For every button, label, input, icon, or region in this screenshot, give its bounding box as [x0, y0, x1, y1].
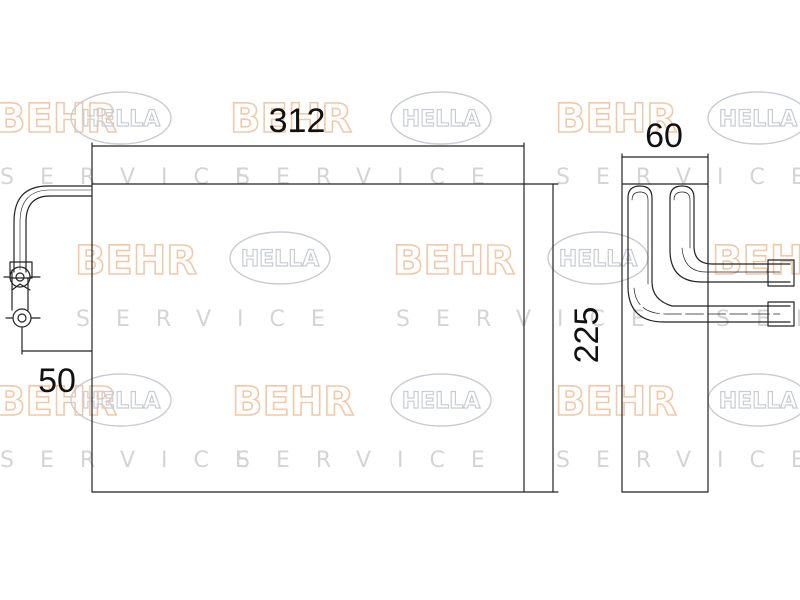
- side-tube-right-center: [681, 247, 781, 273]
- side-tube-right-outer: [669, 185, 791, 265]
- watermark-layer: BEHR BEHR BEHR BEHR BEHR BEHR BEHR BEHR …: [0, 91, 800, 473]
- side-tube-left-center: [633, 287, 781, 315]
- watermark-hella-logo: HELLA: [70, 91, 172, 145]
- watermark-behr: BEHR: [712, 238, 800, 284]
- watermark-hella: HELLA: [559, 247, 638, 272]
- watermark-hella-logo: HELLA: [70, 373, 172, 427]
- watermark-hella: HELLA: [402, 107, 481, 132]
- watermark-service: SERVICE: [236, 448, 511, 473]
- width-dimension-label: 312: [269, 102, 326, 140]
- pipe-fitting-detail: [11, 283, 31, 291]
- pipe-inner-contour: [25, 195, 93, 273]
- pipe-centerline: [19, 189, 93, 271]
- side-tube-right-fitting: [767, 259, 795, 287]
- watermark-behr: BEHR: [230, 96, 352, 142]
- watermark-hella: HELLA: [82, 107, 161, 132]
- pipe-connector-upper-core: [15, 272, 25, 282]
- watermark-service: SERVICE: [556, 448, 800, 473]
- watermark-behr: BEHR: [232, 379, 354, 425]
- pipe-fitting-block: [9, 261, 33, 279]
- watermark-hella-logo: HELLA: [707, 91, 800, 145]
- evaporator-core-front-view: [91, 183, 525, 493]
- watermark-hella: HELLA: [241, 247, 320, 272]
- pipe-side-view: [627, 185, 795, 327]
- watermark-behr: BEHR: [393, 238, 515, 284]
- watermark-hella-logo: HELLA: [390, 91, 492, 145]
- drawing-layer: [3, 142, 795, 493]
- watermark-hella-logo: HELLA: [229, 231, 331, 285]
- pipe-outer-contour: [13, 185, 93, 273]
- watermark-behr: BEHR: [75, 238, 197, 284]
- side-tube-left-lower: [627, 197, 791, 323]
- pipe-offset-dimension-label: 50: [38, 362, 76, 400]
- watermark-behr: BEHR: [555, 379, 677, 425]
- watermark-behr: BEHR: [0, 379, 117, 425]
- side-tube-left-outer: [627, 185, 791, 307]
- pipe-connector-lower-core: [17, 313, 27, 323]
- watermark-service: SERVICE: [0, 448, 275, 473]
- watermark-service: SERVICE: [396, 307, 671, 332]
- watermark-behr: BEHR: [0, 96, 117, 142]
- pipe-front-view: [3, 185, 93, 328]
- pipe-connector-lower: [12, 308, 32, 328]
- evaporator-core-side-view: [621, 183, 709, 493]
- watermark-hella-logo: HELLA: [547, 231, 649, 285]
- watermark-hella-logo: HELLA: [390, 373, 492, 427]
- side-tube-left-inner: [631, 191, 649, 285]
- watermark-hella: HELLA: [719, 107, 798, 132]
- watermark-service: SERVICE: [236, 165, 511, 190]
- side-tube-right-inner: [673, 191, 691, 249]
- height-dimension-label: 225: [568, 307, 606, 364]
- watermark-hella-logo: HELLA: [707, 373, 800, 427]
- watermark-behr: BEHR: [555, 96, 677, 142]
- side-tube-left-fitting: [767, 301, 795, 327]
- depth-dimension-label: 60: [645, 117, 683, 155]
- watermark-service: SERVICE: [716, 307, 800, 332]
- watermark-hella: HELLA: [82, 389, 161, 414]
- side-tube-right-lower: [669, 197, 791, 283]
- watermark-hella: HELLA: [402, 389, 481, 414]
- watermark-service: SERVICE: [76, 307, 351, 332]
- watermark-hella: HELLA: [719, 389, 798, 414]
